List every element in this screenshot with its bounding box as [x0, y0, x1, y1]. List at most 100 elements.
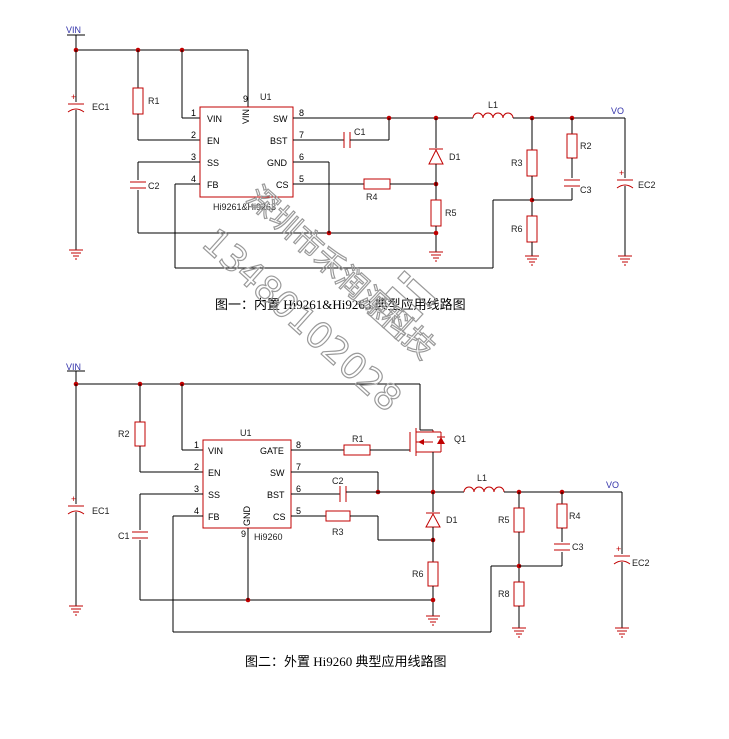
- fig2-pin6-name: BST: [267, 490, 285, 500]
- fig2-ground-ec2: [615, 627, 629, 638]
- fig1-r3-label: R3: [511, 158, 523, 168]
- fig1-r4-label: R4: [366, 192, 378, 202]
- fig2-pin-bottom-name: GND: [242, 506, 252, 527]
- fig2-ec1-label: EC1: [92, 506, 110, 516]
- fig1-l1-inductor: [472, 112, 514, 119]
- fig2-pin-bottom-num: 9: [241, 529, 246, 539]
- fig2-pin3-name: SS: [208, 490, 220, 500]
- fig1-d1-diode: [428, 148, 444, 165]
- fig1-pin7-name: BST: [270, 136, 288, 146]
- fig2-c1-label: C1: [118, 531, 130, 541]
- figure-2-schematic: VIN + EC1 R2 U1 H: [66, 362, 650, 669]
- fig2-pin2-name: EN: [208, 468, 221, 478]
- fig2-ec1-capacitor: +: [67, 494, 85, 515]
- fig1-pin4-name: FB: [207, 180, 219, 190]
- fig2-r3-label: R3: [332, 527, 344, 537]
- fig2-q1-label: Q1: [454, 434, 466, 444]
- fig2-r8-label: R8: [498, 589, 510, 599]
- fig1-pin6-name: GND: [267, 158, 288, 168]
- fig1-pin-top-name: VIN: [241, 109, 251, 124]
- fig2-pin8-num: 8: [296, 440, 301, 450]
- fig1-chip-name: Hi9261&Hi9263: [213, 202, 276, 212]
- fig2-pin4-num: 4: [194, 506, 199, 516]
- fig2-pin7-name: SW: [270, 468, 285, 478]
- fig1-pin2-name: EN: [207, 136, 220, 146]
- fig2-l1-label: L1: [477, 473, 487, 483]
- fig1-c3-label: C3: [580, 185, 592, 195]
- fig1-pin3-name: SS: [207, 158, 219, 168]
- fig2-ec2-label: EC2: [632, 558, 650, 568]
- fig1-r5-resistor: [430, 199, 442, 227]
- fig1-r1-label: R1: [148, 96, 160, 106]
- fig1-pin2-num: 2: [191, 130, 196, 140]
- fig2-chip-u1: [202, 439, 292, 529]
- fig1-ec1-label: EC1: [92, 102, 110, 112]
- fig2-d1-diode: [425, 512, 441, 528]
- fig2-r6-label: R6: [412, 569, 424, 579]
- fig1-vin-net-label: VIN: [66, 25, 81, 35]
- fig1-d1-label: D1: [449, 152, 461, 162]
- fig1-ec2-capacitor: +: [616, 168, 634, 189]
- fig1-caption: 图一：内置 Hi9261&Hi9263 典型应用线路图: [215, 297, 466, 312]
- fig2-vin-net-label: VIN: [66, 362, 81, 372]
- fig1-ground-r6: [525, 255, 539, 266]
- fig1-ground-ec1: [69, 249, 83, 260]
- fig2-r1-resistor: [343, 444, 371, 456]
- fig1-vo-net-label: VO: [611, 106, 624, 116]
- fig2-pin3-num: 3: [194, 484, 199, 494]
- fig1-chip-ref: U1: [260, 92, 272, 102]
- fig2-r4-resistor: [556, 503, 568, 529]
- fig1-r6-label: R6: [511, 224, 523, 234]
- fig1-c2-label: C2: [148, 181, 160, 191]
- fig1-r2-resistor: [566, 133, 578, 159]
- fig1-ec1-capacitor: +: [67, 92, 85, 113]
- fig2-pin5-num: 5: [296, 506, 301, 516]
- fig2-pin5-name: CS: [273, 512, 286, 522]
- fig2-pin2-num: 2: [194, 462, 199, 472]
- fig2-r3-resistor: [325, 510, 351, 522]
- fig1-r6-resistor: [526, 215, 538, 243]
- fig2-ground-ec1: [69, 605, 83, 616]
- fig1-r5-label: R5: [445, 208, 457, 218]
- fig2-ec2-capacitor: +: [613, 544, 631, 565]
- fig1-ec2-label: EC2: [638, 180, 656, 190]
- fig2-d1-label: D1: [446, 515, 458, 525]
- fig2-vo-net-label: VO: [606, 480, 619, 490]
- svg-text:+: +: [71, 92, 76, 102]
- fig2-pin4-name: FB: [208, 512, 220, 522]
- fig1-pin4-num: 4: [191, 174, 196, 184]
- fig1-pin8-name: SW: [273, 114, 288, 124]
- fig1-pin8-num: 8: [299, 108, 304, 118]
- fig1-pin1-name: VIN: [207, 114, 222, 124]
- fig1-r2-label: R2: [580, 141, 592, 151]
- fig2-pin7-num: 7: [296, 462, 301, 472]
- fig1-pin1-num: 1: [191, 108, 196, 118]
- fig2-chip-ref: U1: [240, 428, 252, 438]
- fig1-pin5-num: 5: [299, 174, 304, 184]
- fig1-pin-top-num: 9: [243, 94, 248, 104]
- fig2-pin8-name: GATE: [260, 446, 284, 456]
- fig1-l1-label: L1: [488, 100, 498, 110]
- fig1-pin7-num: 7: [299, 130, 304, 140]
- fig1-chip-u1: [199, 106, 294, 198]
- fig2-pin6-num: 6: [296, 484, 301, 494]
- fig1-r3-resistor: [526, 149, 538, 177]
- fig2-ground-r8: [512, 627, 526, 638]
- svg-text:+: +: [616, 544, 621, 554]
- fig2-r6-resistor: [427, 561, 439, 587]
- fig2-r2-resistor: [134, 421, 146, 447]
- fig2-l1-inductor: [463, 486, 505, 493]
- fig2-r5-label: R5: [498, 515, 510, 525]
- fig1-c1-label: C1: [354, 127, 366, 137]
- fig1-r4-resistor: [363, 178, 391, 190]
- fig1-pin3-num: 3: [191, 152, 196, 162]
- fig1-pin6-num: 6: [299, 152, 304, 162]
- fig1-ground-ec2: [618, 255, 632, 266]
- fig2-pin1-name: VIN: [208, 446, 223, 456]
- fig2-r8-resistor: [513, 581, 525, 607]
- fig2-caption: 图二：外置 Hi9260 典型应用线路图: [245, 654, 447, 669]
- fig2-pin1-num: 1: [194, 440, 199, 450]
- svg-text:+: +: [71, 494, 76, 504]
- fig2-r1-label: R1: [352, 434, 364, 444]
